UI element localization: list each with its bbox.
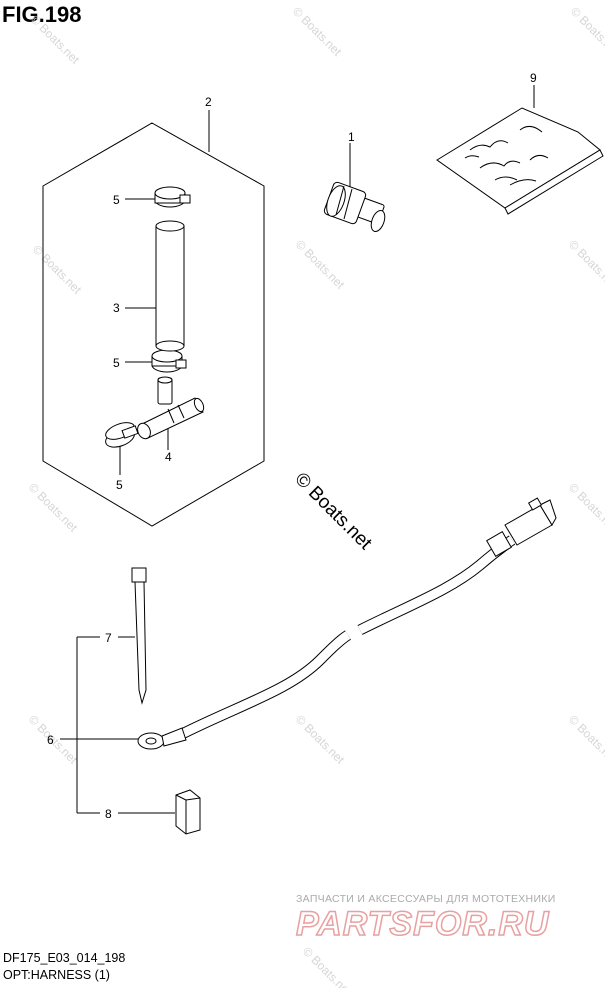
- kit-outline: [42, 122, 265, 527]
- callout-9: 9: [530, 71, 537, 85]
- part-7-cable-tie: [131, 567, 147, 705]
- part-1-grommet: [323, 181, 386, 233]
- callout-4: 4: [165, 450, 172, 464]
- watermark-small: © Boats.net: [293, 712, 348, 767]
- watermark-small: © Boats.net: [566, 480, 605, 535]
- callout-1: 1: [348, 130, 355, 144]
- watermark-small: © Boats.net: [566, 712, 605, 767]
- part-6-harness: [137, 497, 557, 750]
- brand-logo: PARTSFOR.RU: [295, 904, 550, 944]
- part-8-fuse: [175, 789, 201, 835]
- part-5-clip-top: [154, 186, 191, 208]
- callout-5-top: 5: [113, 193, 120, 207]
- watermark-small: © Boats.net: [26, 480, 81, 535]
- brand-tagline: ЗАПЧАСТИ И АКСЕССУАРЫ ДЛЯ МОТОТЕХНИКИ: [296, 893, 556, 905]
- watermark-small: © Boats.net: [300, 944, 355, 988]
- watermark-small: © Boats.net: [293, 237, 348, 292]
- callout-7: 7: [105, 631, 112, 645]
- callout-lines: [60, 85, 535, 814]
- part-3-hose: [155, 220, 185, 352]
- watermark-small: © Boats.net: [568, 4, 605, 59]
- figure-title: FIG.198: [2, 2, 82, 27]
- watermark-small: © Boats.net: [30, 242, 85, 297]
- callout-8: 8: [105, 807, 112, 821]
- watermark-center: © Boats.net: [290, 469, 376, 555]
- callout-5-bottom: 5: [116, 478, 123, 492]
- callout-6: 6: [47, 733, 54, 747]
- callout-2: 2: [205, 95, 212, 109]
- callout-3: 3: [113, 301, 120, 315]
- watermark-small: © Boats.net: [28, 12, 83, 67]
- model-code: DF175_E03_014_198: [3, 951, 126, 965]
- watermark-small: © Boats.net: [290, 4, 345, 59]
- part-5-clip-middle: [151, 349, 187, 373]
- part-5-clip-bottom: [105, 422, 139, 448]
- part-9-bag: [436, 107, 604, 215]
- diagram-subtitle: OPT:HARNESS (1): [3, 968, 110, 982]
- part-4-tee-joint: [137, 376, 205, 440]
- watermark-small: © Boats.net: [566, 237, 605, 292]
- callout-5-middle: 5: [113, 356, 120, 370]
